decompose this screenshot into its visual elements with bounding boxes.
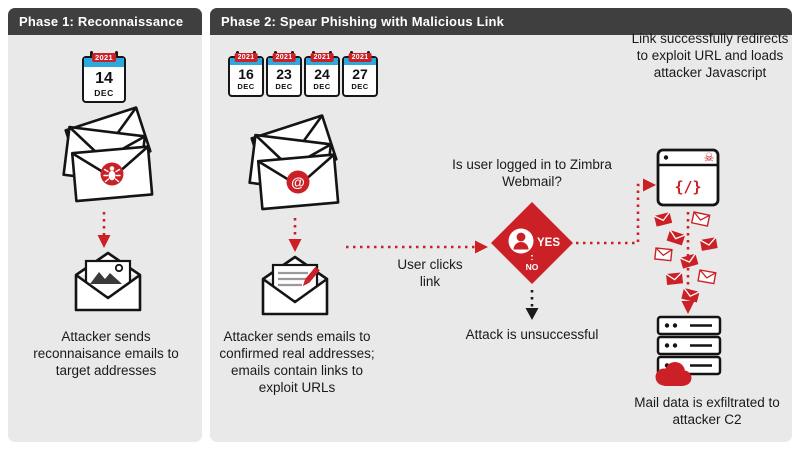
arrow-down-red — [288, 218, 302, 252]
calendar-month: DEC — [275, 82, 293, 91]
calendar-dec-14: 2021 14 DEC — [82, 51, 126, 103]
calendar-year: 2021 — [92, 53, 116, 62]
skull-icon: ☠ — [704, 151, 715, 165]
user-clicks-label: User clicks link — [397, 257, 463, 290]
svg-text:@: @ — [291, 174, 305, 190]
arrow-right-red — [346, 240, 488, 254]
calendar-year: 2021 — [234, 53, 258, 62]
cloud-icon — [655, 362, 692, 386]
calendar-dec-23: 2021 23 DEC — [266, 51, 302, 97]
pencil-icon — [302, 266, 320, 287]
arrow-down-black — [525, 290, 539, 320]
phase1-header: Phase 1: Reconnaissance — [8, 8, 202, 35]
recon-envelope-stack-icon — [62, 106, 154, 203]
yes-label: YES — [537, 237, 560, 249]
letter-lines — [278, 271, 308, 287]
calendar-day: 23 — [276, 66, 292, 82]
calendar-year: 2021 — [348, 53, 372, 62]
c2-server-icon — [655, 315, 722, 386]
phase2-send-caption: Attacker sends emails to confirmed real … — [219, 329, 375, 396]
calendar-day: 24 — [314, 66, 330, 82]
calendar-dec-24: 2021 24 DEC — [304, 51, 340, 97]
code-icon: {/} — [674, 178, 701, 196]
calendar-month: DEC — [313, 82, 331, 91]
open-envelope-letter-icon — [261, 255, 329, 316]
browser-dot — [663, 155, 669, 160]
scattered-envelopes — [653, 211, 718, 303]
fail-caption: Attack is unsuccessful — [465, 327, 599, 342]
bug-icon — [100, 162, 124, 186]
calendar-month: DEC — [351, 82, 369, 91]
no-label: NO — [526, 262, 539, 272]
phish-envelope-stack-icon: @ — [248, 114, 340, 211]
calendar-month: DEC — [94, 88, 114, 98]
arrow-down-red — [97, 212, 111, 248]
calendar-day: 16 — [238, 66, 254, 82]
browser-window-icon: ☠ {/} — [656, 148, 720, 207]
redirect-caption: Link successfully redirects to exploit U… — [631, 31, 789, 81]
arrow-elbow-red — [576, 178, 656, 245]
calendar-day: 14 — [95, 70, 113, 87]
exfil-caption: Mail data is exfiltrated to attacker C2 — [634, 395, 780, 428]
user-icon — [508, 228, 534, 254]
phase2-header: Phase 2: Spear Phishing with Malicious L… — [210, 8, 792, 35]
calendar-band — [84, 58, 124, 67]
calendar-day: 27 — [352, 66, 368, 82]
decision-diamond: YES NO — [491, 202, 573, 284]
calendar-year: 2021 — [272, 53, 296, 62]
photo-sun — [114, 263, 124, 273]
phase1-caption: Attacker sends reconnaisance emails to t… — [33, 329, 179, 379]
open-envelope-photo-icon — [74, 251, 142, 312]
photo-mountains — [90, 272, 122, 284]
exfil-mail-flow — [653, 211, 718, 314]
calendar-year: 2021 — [310, 53, 334, 62]
decision-question: Is user logged in to Zimbra Webmail? — [452, 157, 612, 190]
calendar-dec-27: 2021 27 DEC — [342, 51, 378, 97]
calendar-dec-16: 2021 16 DEC — [228, 51, 264, 97]
at-sign-icon: @ — [286, 170, 310, 194]
calendar-month: DEC — [237, 82, 255, 91]
